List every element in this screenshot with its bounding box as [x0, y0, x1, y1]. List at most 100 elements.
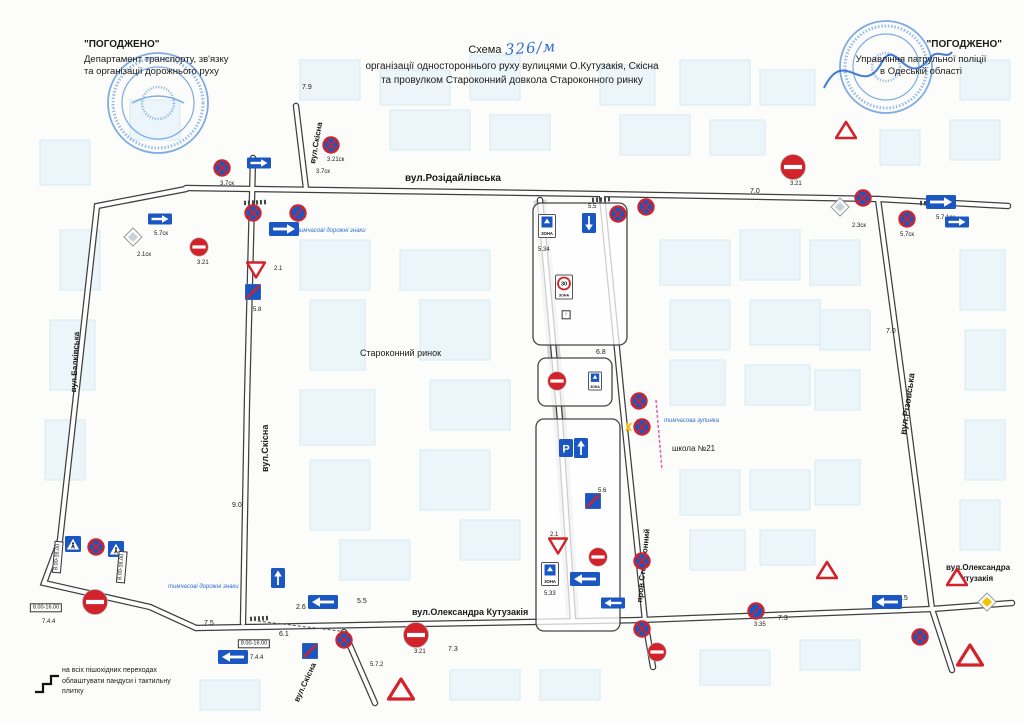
school-route-dashed — [655, 399, 663, 471]
sign-triangle-down — [245, 261, 267, 279]
sign-code-label: 2.1 — [550, 532, 559, 538]
footnote-line1: на всіх пішохідних переходах — [62, 667, 157, 674]
sign-zone-ped-sm: ЗОНА — [588, 371, 602, 391]
sign-no-stopping — [244, 204, 262, 222]
sign-arrow-right — [148, 213, 172, 225]
sign-no-stopping — [898, 210, 916, 228]
sign-arrow-left-lg — [570, 572, 600, 586]
scheme-title-block: Схема 326/м організації одностороннього … — [302, 37, 722, 88]
sign-code-label: 5.6 — [598, 488, 607, 494]
dimension-label: 5.5 — [357, 598, 367, 605]
sign-code-label: 3.7ск — [316, 169, 330, 175]
sign-no-parking — [747, 602, 765, 620]
street-label: Кутузакія — [956, 574, 994, 583]
dimension-label: 6.1 — [279, 631, 289, 638]
sign-code-label: 3.35 — [754, 622, 766, 628]
sign-arrow-left — [601, 597, 625, 609]
sign-code-label: 2.1 — [274, 266, 283, 272]
sign-arrow-up — [271, 568, 285, 588]
sign-diamond-yellow — [977, 592, 997, 612]
sign-no-stopping — [322, 136, 340, 154]
sign-code-label: 3.21 — [790, 181, 802, 187]
svg-text:ЗОНА: ЗОНА — [590, 385, 600, 389]
steps-icon — [35, 674, 59, 694]
dimension-label: 2.6 — [296, 604, 306, 611]
sign-no-entry — [189, 237, 209, 257]
sign-no-parking — [289, 204, 307, 222]
sign-no-stopping — [911, 628, 929, 646]
sign-code-label: 7.4.4 — [250, 655, 264, 661]
approved-block-left: "ПОГОДЖЕНО" Департамент транспорту, зв'я… — [84, 38, 294, 79]
sign-triangle-up-lg — [386, 677, 416, 701]
place-label: школа №21 — [672, 444, 716, 453]
approved-left-line2: та організації дорожнього руху — [84, 66, 219, 78]
sign-arrow-right — [945, 216, 969, 228]
scheme-title: Схема 326/м — [302, 37, 722, 59]
sign-no-entry — [547, 371, 567, 391]
sign-code-label: 5.7.2 — [370, 662, 384, 668]
svg-text:30: 30 — [561, 282, 567, 288]
stamp-right — [839, 20, 933, 114]
sign-code-label: 7.4.4 — [42, 619, 56, 625]
sign-no-stopping — [213, 159, 231, 177]
sign-arrow-left-lg — [308, 595, 338, 609]
sign-code-label: 5.34 — [538, 247, 550, 253]
handwritten-note: тимчасова зупинка — [664, 418, 719, 424]
street-label: вул.Розідайлівська — [405, 173, 501, 184]
sign-code-label: 2.1ск — [137, 252, 151, 258]
sign-arrow-down — [582, 213, 596, 233]
sign-code-label: 2.3ск — [852, 223, 866, 229]
footnote-line3: плитку — [62, 688, 84, 695]
time-plate-sign: 8.00-16.00 — [29, 603, 63, 613]
scheme-subtitle-line1: організації одностороннього руху вулицям… — [365, 61, 659, 72]
handwritten-note: тимчасові дорожні знаки — [295, 228, 366, 234]
handwritten-note: тимчасові дорожні знаки — [168, 584, 239, 590]
sign-blue-slash — [584, 492, 602, 510]
svg-text:Р: Р — [562, 444, 569, 456]
dimension-label: 7.9 — [302, 84, 312, 91]
approved-right-line1: Управління патрульної поліції — [855, 53, 987, 65]
street-label: вул.Олександра Кутузакія — [412, 607, 529, 617]
sign-arrow-right — [247, 157, 271, 169]
dimension-label: 5.5 — [898, 595, 908, 602]
sign-code-label: 5.33 — [544, 591, 556, 597]
scheme-subtitle-line2: та провулком Староконний довкола Староко… — [381, 75, 643, 86]
dimension-label: 6.8 — [596, 349, 606, 356]
sign-no-stopping — [633, 552, 651, 570]
dimension-label: 7.5 — [204, 620, 214, 627]
dimension-label: 7.0 — [750, 188, 760, 195]
approved-right-title: "ПОГОДЖЕНО" — [926, 39, 1002, 50]
footnote: на всіх пішохідних переходах облаштувати… — [62, 666, 212, 698]
sign-no-stopping — [854, 189, 872, 207]
approved-left-line1: Департамент транспорту, зв'язку — [84, 53, 229, 65]
sign-arrow-right-lg — [269, 222, 299, 236]
building-footprints — [39, 54, 1011, 711]
sign-code-label: 3.7ск — [220, 181, 234, 187]
sign-arrow-up — [574, 438, 588, 458]
sign-no-entry-lg — [82, 589, 109, 616]
sign-no-entry — [588, 547, 608, 567]
svg-text:ЗОНА: ЗОНА — [541, 231, 553, 236]
sign-code-label: 3.21 — [414, 649, 426, 655]
sign-no-entry-lg — [403, 622, 430, 649]
sign-no-stopping — [609, 205, 627, 223]
sign-triangle-up — [834, 120, 858, 140]
sign-triangle-up — [815, 560, 839, 580]
sign-arrow-right-lg — [926, 195, 956, 209]
sign-no-stopping — [637, 198, 655, 216]
sign-blue-slash — [301, 642, 319, 660]
sign-zone-ped: ЗОНА — [538, 214, 556, 238]
sign-no-stopping — [335, 631, 353, 649]
sign-blue-slash — [244, 283, 262, 301]
dimension-label: 7.0 — [886, 328, 896, 335]
scheme-word: Схема — [468, 44, 502, 56]
approved-left-title: "ПОГОДЖЕНО" — [84, 39, 160, 50]
sign-code-label: 5.7ск — [154, 231, 168, 237]
street-label: вул.Скісна — [260, 424, 270, 472]
sign-triangle-down — [547, 537, 569, 555]
sign-no-stopping — [633, 620, 651, 638]
time-plate-sign: 8.00-16.00 — [237, 639, 271, 649]
sign-diamond-grey — [830, 197, 850, 217]
